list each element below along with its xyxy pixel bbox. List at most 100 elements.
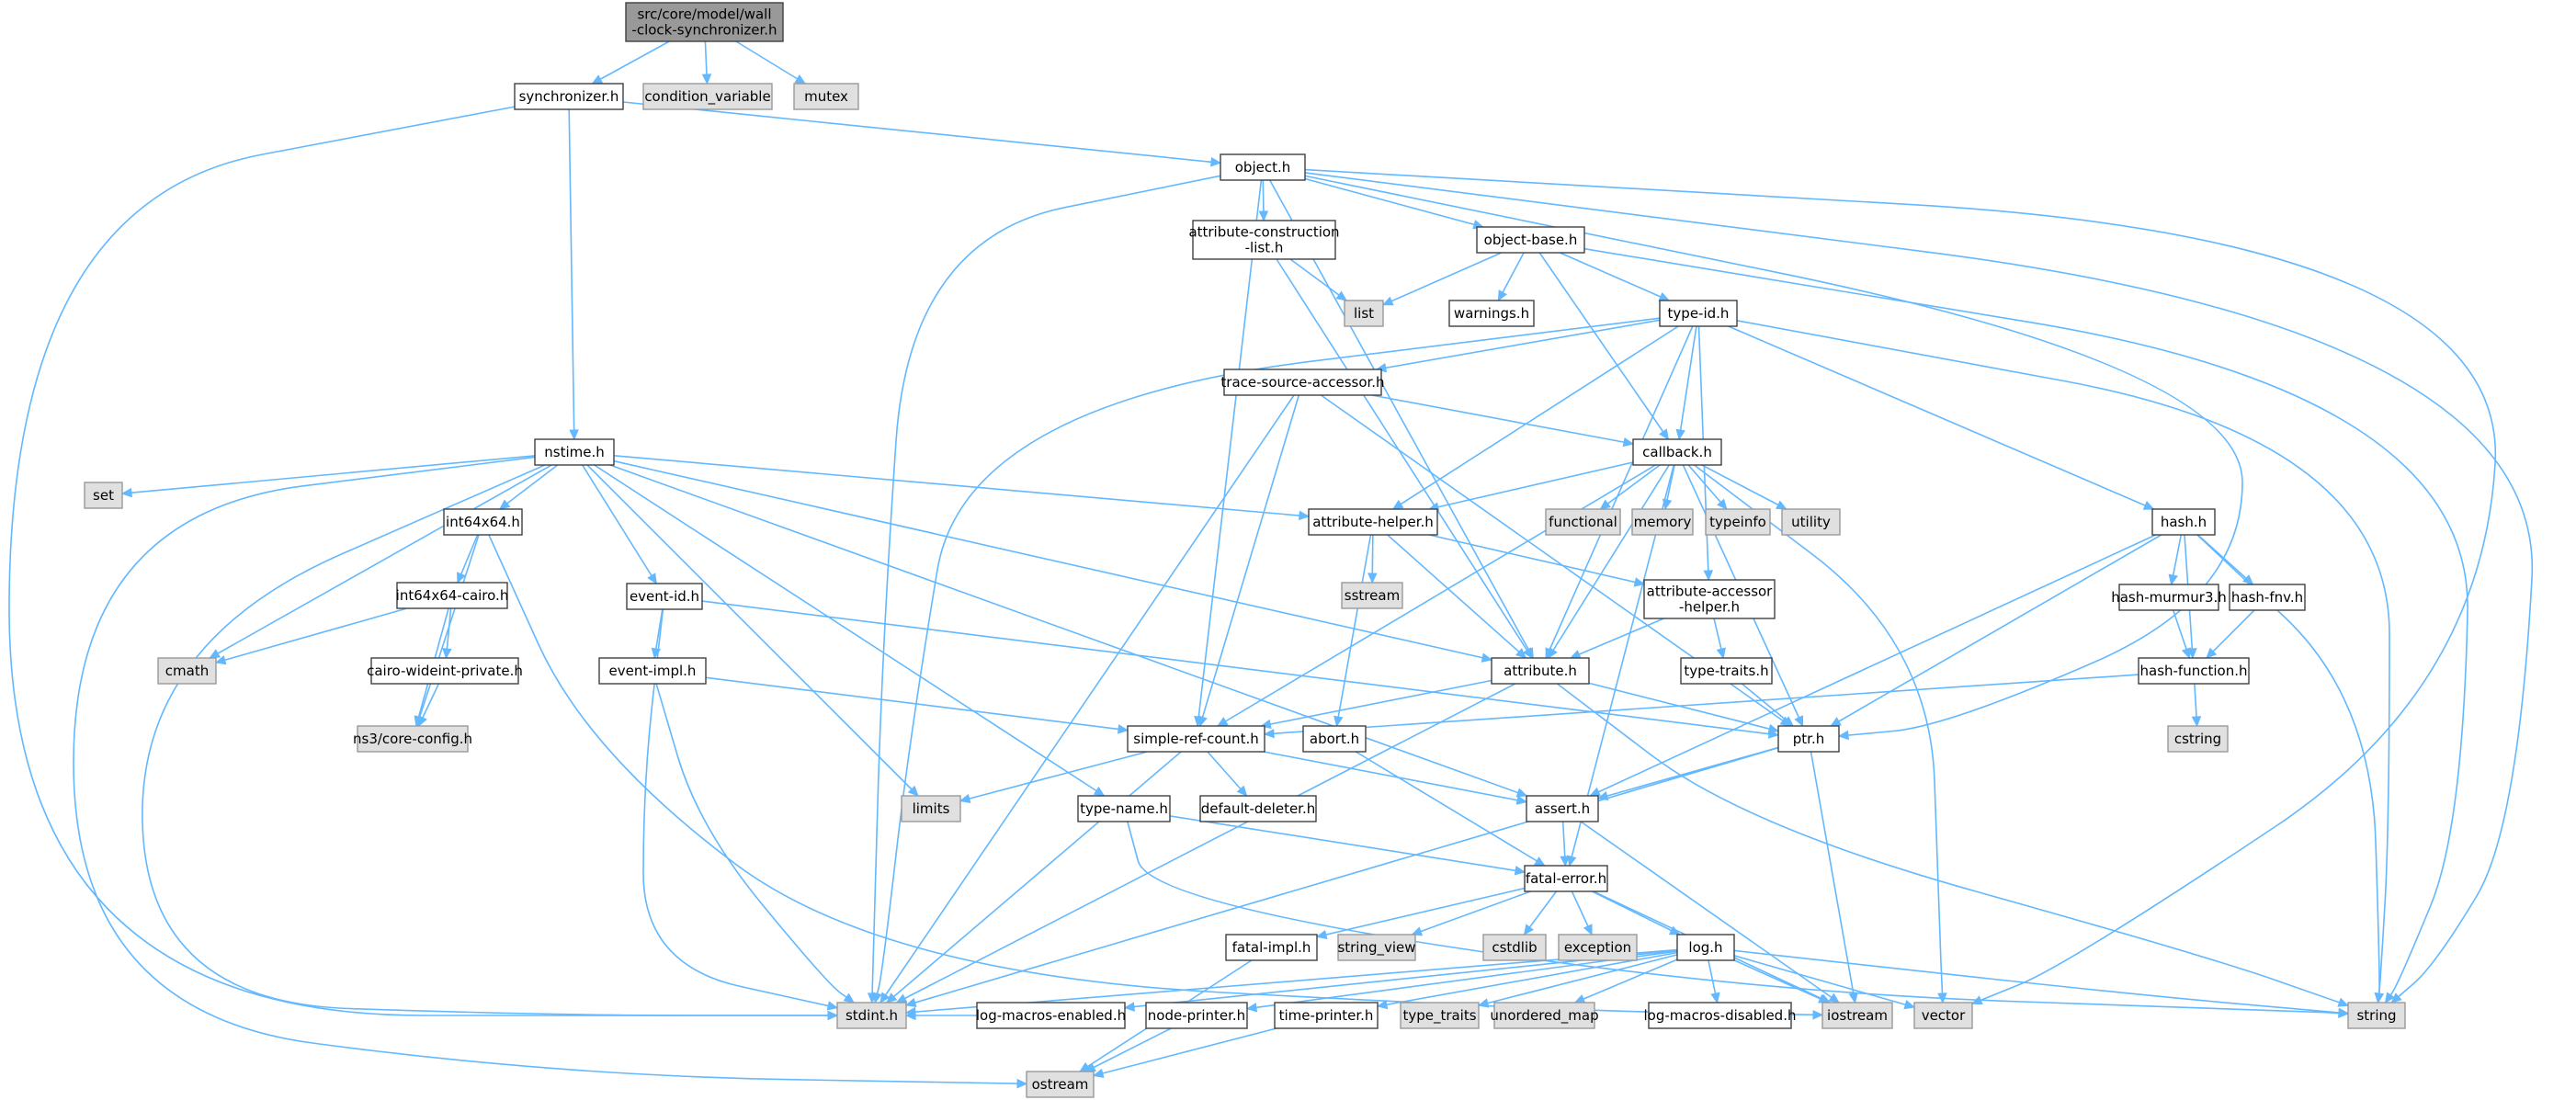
node-list: list	[1344, 300, 1384, 327]
node-string: string	[2347, 1002, 2406, 1029]
edge-attribute-to-simpleref	[1261, 679, 1492, 727]
node-object[interactable]: object.h	[1220, 153, 1306, 181]
node-box	[1223, 369, 1382, 396]
node-unordered_map: unordered_map	[1490, 1002, 1599, 1029]
edge-simpleref-to-assert	[1263, 751, 1527, 803]
node-timeprinter[interactable]: time-printer.h	[1274, 1002, 1379, 1029]
edge-synchronizer-to-object	[622, 101, 1221, 164]
arrowhead-callback-to-attribute	[1548, 647, 1558, 660]
node-int64x64[interactable]: int64x64.h	[443, 508, 523, 536]
arrowhead-typeid-to-stdint	[872, 992, 882, 1004]
arrowhead-attribute-to-string	[2337, 997, 2350, 1007]
node-synchronizer[interactable]: synchronizer.h	[514, 83, 624, 110]
edge-log-to-vector	[1733, 955, 1915, 1008]
edge-nodeprinter-to-ostream	[1084, 1027, 1172, 1072]
edge-nstime-to-stdint	[142, 464, 837, 1016]
node-logmacdis[interactable]: log-macros-disabled.h	[1644, 1002, 1797, 1029]
edge-attribute-to-stdint	[896, 683, 1516, 1004]
node-box	[370, 657, 519, 685]
edge-typetraitsh-to-ptr	[1741, 683, 1794, 727]
node-defdeleter[interactable]: default-deleter.h	[1199, 795, 1317, 822]
edge-eventid-to-ptr	[701, 600, 1779, 736]
node-typetraitsh[interactable]: type-traits.h	[1680, 657, 1773, 685]
node-hashfunc[interactable]: hash-function.h	[2138, 657, 2250, 685]
node-eventimpl[interactable]: event-impl.h	[598, 657, 707, 685]
node-box	[1526, 795, 1599, 822]
node-objectbase[interactable]: object-base.h	[1476, 226, 1585, 254]
edge-nstime-to-set	[121, 455, 536, 494]
node-label: -list.h	[1245, 240, 1284, 256]
node-limits: limits	[901, 795, 961, 822]
node-typename[interactable]: type-name.h	[1077, 795, 1171, 822]
node-ptr[interactable]: ptr.h	[1777, 725, 1840, 753]
edge-simpleref-to-limits	[959, 751, 1148, 802]
arrowhead-nstime-to-stdint	[827, 1010, 839, 1021]
node-callback[interactable]: callback.h	[1632, 438, 1722, 466]
node-attrconstr[interactable]: attribute-construction-list.h	[1188, 220, 1340, 260]
node-label: log-macros-enabled.h	[976, 1007, 1126, 1024]
node-logmacen[interactable]: log-macros-enabled.h	[976, 1002, 1126, 1029]
node-tracesrc[interactable]: trace-source-accessor.h	[1220, 369, 1385, 396]
node-label: src/core/model/wall	[637, 6, 771, 23]
node-label: warnings.h	[1454, 305, 1529, 322]
node-label: ptr.h	[1793, 731, 1824, 747]
node-label: cairo-wideint-private.h	[367, 663, 523, 679]
node-log[interactable]: log.h	[1676, 934, 1735, 961]
edge-attrconstr-to-attribute	[1276, 258, 1533, 659]
node-box	[1631, 508, 1694, 536]
node-fatalimpl[interactable]: fatal-impl.h	[1225, 934, 1318, 961]
node-simpleref[interactable]: simple-ref-count.h	[1127, 725, 1265, 753]
node-box	[1476, 226, 1585, 254]
edge-tracesrc-to-callback	[1371, 394, 1634, 445]
node-assert[interactable]: assert.h	[1526, 795, 1599, 822]
node-hash[interactable]: hash.h	[2151, 508, 2216, 536]
arrowhead-callback-to-fatalerror	[1567, 855, 1577, 868]
edge-root-to-mutex	[735, 40, 806, 85]
node-attrhelper[interactable]: attribute-helper.h	[1308, 508, 1438, 536]
arrowhead-callback-to-utility	[1776, 500, 1787, 510]
node-memory: memory	[1631, 508, 1694, 536]
node-attribute[interactable]: attribute.h	[1491, 657, 1590, 685]
arrowhead-tracesrc-to-stdint	[879, 992, 891, 1004]
edge-nstime-to-cmath	[209, 464, 552, 659]
node-abort[interactable]: abort.h	[1302, 725, 1367, 753]
node-box	[1274, 1002, 1379, 1029]
edge-fatalerror-to-fatalimpl	[1316, 887, 1526, 938]
arrowhead-synchronizer-to-object	[1210, 156, 1222, 167]
arrowhead-objectbase-to-typeid	[1658, 291, 1671, 301]
node-murmur[interactable]: hash-murmur3.h	[2111, 584, 2227, 611]
node-box	[1077, 795, 1171, 822]
node-nstime[interactable]: nstime.h	[534, 438, 615, 466]
edge-fnv-to-hashfunc	[2206, 609, 2255, 659]
node-attraccessor[interactable]: attribute-accessor-helper.h	[1643, 579, 1776, 619]
node-eventid[interactable]: event-id.h	[626, 583, 703, 610]
node-label: limits	[913, 800, 950, 817]
node-cairowide[interactable]: cairo-wideint-private.h	[367, 657, 523, 685]
node-fatalerror[interactable]: fatal-error.h	[1524, 865, 1608, 892]
node-int64cairo[interactable]: int64x64-cairo.h	[396, 582, 509, 609]
edge-typeid-to-stdint	[874, 317, 1661, 1004]
node-label: simple-ref-count.h	[1133, 731, 1258, 747]
node-label: set	[93, 487, 114, 504]
arrowhead-objectbase-to-string	[2384, 992, 2395, 1004]
arrowhead-nstime-to-set	[120, 487, 132, 498]
arrowhead-nstime-to-limits	[907, 785, 919, 797]
arrowhead-typeid-to-attraccessor	[1703, 570, 1714, 582]
edge-callback-to-attribute	[1548, 464, 1670, 659]
arrowhead-fatalerror-to-string_view	[1411, 926, 1424, 936]
edge-synchronizer-to-stdint	[8, 106, 837, 1016]
node-typeid[interactable]: type-id.h	[1659, 300, 1738, 327]
arrowhead-nstime-to-attribute	[1481, 652, 1493, 663]
node-label: abort.h	[1310, 731, 1359, 747]
node-nodeprinter[interactable]: node-printer.h	[1145, 1002, 1248, 1029]
node-coreconfig: ns3/core-config.h	[353, 725, 472, 753]
node-fnv[interactable]: hash-fnv.h	[2229, 584, 2306, 611]
edge-nstime-to-typename	[594, 464, 1105, 797]
node-label: type-name.h	[1080, 800, 1168, 817]
node-type_traits: type_traits	[1400, 1002, 1480, 1029]
arrowhead-tracesrc-to-callback	[1622, 437, 1635, 448]
node-warnings[interactable]: warnings.h	[1448, 300, 1535, 327]
edge-attribute-to-ptr	[1588, 682, 1779, 732]
node-box	[1337, 934, 1416, 961]
arrowhead-ptr-to-iostream	[1848, 992, 1858, 1004]
